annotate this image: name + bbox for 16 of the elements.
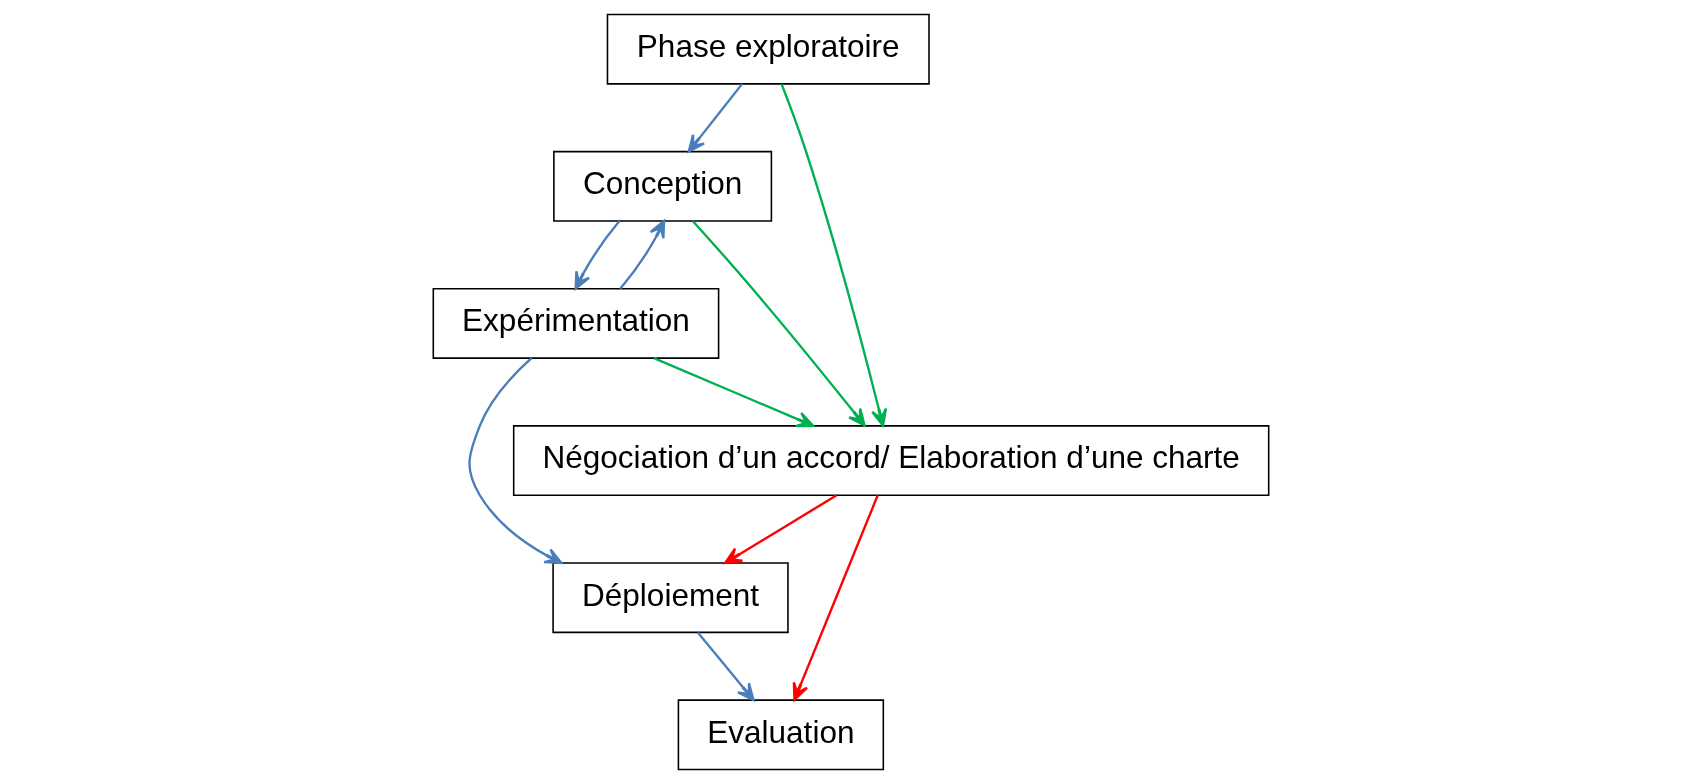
arrow xyxy=(574,220,620,290)
arrow xyxy=(618,219,665,290)
node-box: Conception xyxy=(552,150,772,222)
arrow xyxy=(780,83,887,427)
node-box: Phase exploratoire xyxy=(606,13,930,85)
node-box: Evaluation xyxy=(677,699,884,771)
arrow xyxy=(467,357,563,565)
node-box: Négociation d’un accord/ Elaboration d’une charte xyxy=(512,425,1269,497)
arrow xyxy=(687,83,743,153)
arrow xyxy=(696,631,755,702)
node-box: Expérimentation xyxy=(432,287,719,359)
arrow xyxy=(792,494,879,701)
arrow xyxy=(723,494,837,565)
node-box: Déploiement xyxy=(551,562,789,634)
arrow xyxy=(652,357,814,428)
arrow xyxy=(691,220,866,427)
